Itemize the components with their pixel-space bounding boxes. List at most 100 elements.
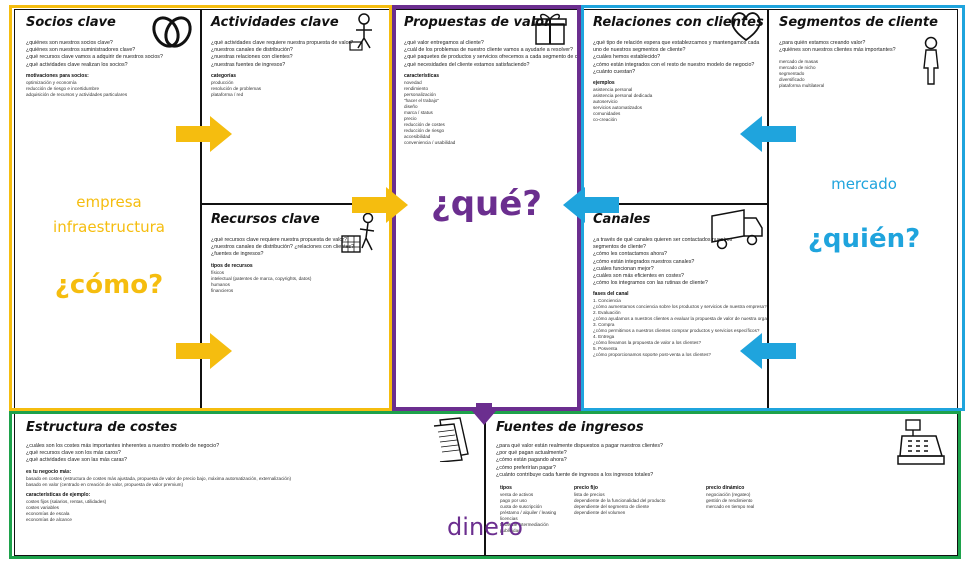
list-item: publicidad: [500, 528, 521, 534]
question: ¿nuestras fuentes de ingresos?: [211, 61, 286, 68]
list-item: costes variables: [26, 504, 59, 510]
list-item: cuota de suscripción: [500, 504, 542, 510]
arrow-right-icon: [352, 187, 408, 223]
propuestas-valor-block: Propuestas de valor ¿qué valor entregamo…: [396, 9, 577, 189]
question: ¿qué recursos clave requiere nuestra pro…: [211, 237, 348, 243]
list-item: negociación (regateo): [706, 492, 751, 498]
question: uno de nuestros segmentos de cliente?: [593, 47, 686, 54]
list-item: "hacer el trabajo": [404, 97, 439, 103]
propuestas-subtitle: características: [404, 72, 440, 79]
list-item: préstamo / alquiler / leasing: [500, 510, 557, 516]
segmentos-questions: ¿para quién estamos creando valor? ¿quié…: [779, 40, 949, 54]
list-item: diversificado: [779, 77, 805, 83]
question: ¿qué paquetes de productos y servicios o…: [404, 54, 577, 61]
truck-icon: [711, 209, 763, 250]
socios-clave-block: Socios clave ¿quiénes son nuestros socio…: [18, 9, 200, 203]
list-item: mercado de nicho: [779, 65, 816, 71]
list-item: reducción de riesgo: [404, 127, 445, 133]
chain-link-icon: [152, 16, 192, 48]
relaciones-questions: ¿qué tipo de relación espera que estable…: [593, 40, 759, 76]
list-item: comunidades: [593, 111, 621, 117]
list-item: optimización y economía: [26, 79, 77, 85]
question: ¿cómo les contactamos ahora?: [593, 251, 667, 258]
down-arrow-icon: [472, 403, 496, 425]
question: ¿cómo preferirían pagar?: [496, 464, 556, 471]
question: ¿quiénes son nuestros socios clave?: [26, 40, 113, 46]
question: ¿a través de qué canales quieren ser con…: [593, 237, 733, 243]
list-item: plataforma multilateral: [779, 83, 825, 89]
worker-icon: [349, 13, 372, 51]
list-item: producción: [211, 79, 234, 85]
column-title: tipos: [500, 485, 512, 492]
arrow-left-icon: [740, 333, 796, 369]
list-item: licencias: [500, 516, 518, 522]
question: ¿cuánto contribuye cada fuente de ingres…: [496, 471, 654, 478]
list-item: reducción de riesgo e incertidumbre: [26, 85, 100, 91]
canales-subtitle: fases del canal: [593, 291, 629, 298]
socios-questions: ¿quiénes son nuestros socios clave? ¿qui…: [26, 40, 192, 69]
list-item: pago por uso: [500, 498, 527, 504]
list-item: ¿cómo llevamos la propuesta de valor a l…: [593, 340, 702, 346]
person-icon: [923, 36, 939, 85]
list-item: resolución de problemas: [211, 85, 262, 91]
fuentes-ingresos-block: Fuentes de ingresos ¿para qué valor está…: [488, 414, 956, 556]
label-dinero: dinero: [447, 513, 523, 541]
question: ¿qué actividades clave son las más caras…: [26, 457, 127, 464]
question: ¿cómo están integrados nuestros canales?: [593, 258, 695, 265]
list-item: personalización: [404, 91, 436, 97]
label-empresa: empresa: [76, 193, 142, 211]
label-quien: ¿quién?: [807, 224, 921, 254]
actividades-subtitle: categorías: [211, 72, 237, 79]
list-item: venta de activos: [500, 492, 534, 498]
question: ¿para quién estamos creando valor?: [779, 40, 866, 46]
cash-register-icon: [897, 419, 945, 465]
fuentes-ingresos-title: Fuentes de ingresos: [496, 420, 644, 435]
list-item: accesibilidad: [404, 133, 431, 139]
arrow-left-icon: [740, 116, 796, 152]
list-item: economías de alcance: [26, 516, 72, 522]
canales-questions: ¿a través de qué canales quieren ser con…: [593, 237, 759, 287]
list-item: 1. Conciencia: [593, 298, 621, 304]
question: ¿cómo están pagando ahora?: [496, 457, 567, 464]
propuestas-valor-title: Propuestas de valor: [404, 15, 551, 30]
estructura-questions: ¿cuáles son los costes más importantes i…: [26, 443, 476, 465]
list-item: gestión de rendimiento: [706, 498, 753, 504]
list-item: dependiente del segmento de cliente: [574, 504, 650, 510]
socios-clave-title: Socios clave: [26, 15, 116, 30]
question: ¿cuáles son más eficientes en costes?: [593, 273, 684, 280]
list-item: tasas de intermediación: [500, 522, 549, 528]
recursos-subtitle: tipos de recursos: [211, 262, 253, 269]
question: ¿qué tipo de relación espera que estable…: [593, 40, 760, 46]
list-item: basado en valor (centrado en creación de…: [26, 481, 184, 487]
arrow-right-icon: [176, 333, 232, 369]
label-que: ¿qué?: [430, 184, 543, 224]
estructura-costes-title: Estructura de costes: [26, 420, 178, 435]
question: ¿quiénes son nuestros clientes más impor…: [779, 47, 896, 54]
list-item: co-creación: [593, 117, 617, 123]
question: ¿qué actividades clave realizan los soci…: [26, 61, 128, 68]
actividades-clave-block: Actividades clave ¿qué actividades clave…: [203, 9, 389, 203]
list-item: 3. Compra: [593, 322, 615, 328]
heart-icon: [731, 12, 761, 42]
question: ¿qué necesidades del cliente estamos sat…: [404, 61, 530, 68]
canales-title: Canales: [593, 212, 651, 227]
list-item: adquisición de recursos y actividades pa…: [26, 91, 128, 97]
list-item: mercado en tiempo real: [706, 504, 755, 510]
canales-block: Canales ¿a través de qué canales quieren…: [585, 206, 767, 410]
list-item: asistencia personal dedicada: [593, 93, 653, 99]
question: segmentos de cliente?: [593, 244, 647, 251]
recursos-questions: ¿qué recursos clave requiere nuestra pro…: [211, 237, 381, 259]
estructura-subtitle: es tu negocio más:: [26, 468, 72, 475]
label-como: ¿cómo?: [54, 270, 164, 300]
list-item: reducción de costes: [404, 121, 445, 127]
list-item: servicios automatizados: [593, 105, 643, 111]
segmentos-cliente-title: Segmentos de cliente: [779, 15, 938, 30]
list-item: precio: [404, 115, 417, 121]
label-infraestructura: infraestructura: [53, 218, 165, 236]
list-item: costes fijos (salarios, rentas, utilidad…: [26, 498, 107, 504]
gift-icon: [533, 13, 567, 45]
grid-line: [584, 203, 767, 205]
list-item: humanos: [211, 281, 230, 287]
grid-line: [200, 203, 388, 205]
question: ¿cómo los integramos con las rutinas de …: [593, 280, 708, 287]
